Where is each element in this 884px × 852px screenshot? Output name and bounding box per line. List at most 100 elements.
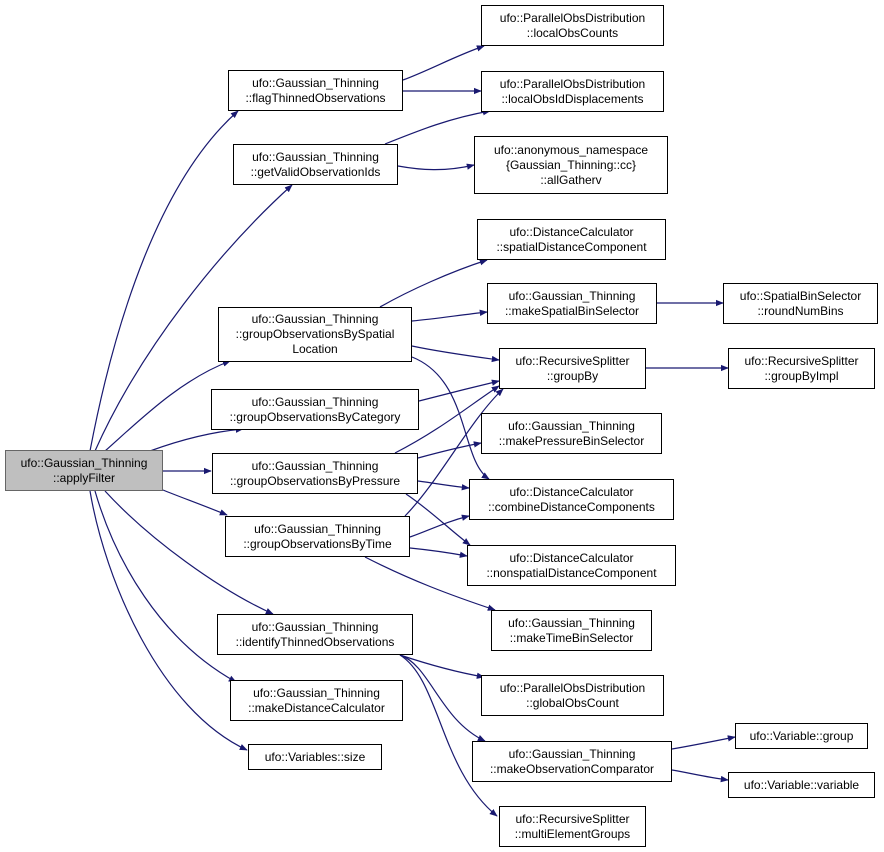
node-label-line: ufo::Gaussian_Thinning	[251, 619, 379, 634]
node-variable-variable[interactable]: ufo::Variable::variable	[728, 772, 875, 798]
node-label-line: ::combineDistanceComponents	[488, 499, 655, 514]
node-label-line: ufo::Variable::group	[749, 728, 854, 743]
node-make-observation-comparator[interactable]: ufo::Gaussian_Thinning ::makeObservation…	[472, 741, 672, 782]
call-edge	[384, 109, 491, 145]
node-label-line: ::groupObservationsByTime	[243, 536, 392, 551]
node-label-line: ::makePressureBinSelector	[498, 433, 645, 448]
node-nonspatial-distance-component[interactable]: ufo::DistanceCalculator ::nonspatialDist…	[467, 545, 676, 586]
node-get-valid-observation-ids[interactable]: ufo::Gaussian_Thinning ::getValidObserva…	[233, 144, 398, 185]
call-edge	[104, 490, 274, 615]
node-label-line: ::groupByImpl	[764, 368, 839, 383]
node-group-by-impl[interactable]: ufo::RecursiveSplitter ::groupByImpl	[728, 348, 875, 389]
node-variable-group[interactable]: ufo::Variable::group	[735, 723, 868, 749]
call-edge	[397, 163, 475, 171]
node-label-line: ::spatialDistanceComponent	[496, 239, 647, 254]
call-edge	[411, 356, 490, 480]
node-label-line: ufo::Variable::variable	[743, 777, 860, 792]
node-group-observations-by-category[interactable]: ufo::Gaussian_Thinning ::groupObservatio…	[211, 389, 419, 430]
node-label-line: ufo::Gaussian_Thinning	[254, 521, 381, 536]
node-label-line: ::groupBy	[546, 368, 599, 383]
call-edge	[94, 490, 237, 683]
node-label-line: ::localObsIdDisplacements	[501, 91, 644, 106]
node-label-line: ::applyFilter	[52, 470, 116, 485]
node-label-line: ufo::Gaussian_Thinning	[253, 685, 380, 700]
call-edge	[399, 654, 498, 817]
node-spatial-distance-component[interactable]: ufo::DistanceCalculator ::spatialDistanc…	[477, 219, 666, 260]
node-label-line: Location	[292, 342, 338, 356]
node-label-line: ufo::Gaussian_Thinning	[508, 288, 636, 303]
node-combine-distance-components[interactable]: ufo::DistanceCalculator ::combineDistanc…	[469, 479, 674, 520]
node-identify-thinned-observations[interactable]: ufo::Gaussian_Thinning ::identifyThinned…	[217, 614, 413, 655]
node-label-line: ::makeDistanceCalculator	[248, 700, 385, 715]
node-make-spatial-bin-selector[interactable]: ufo::Gaussian_Thinning ::makeSpatialBinS…	[487, 283, 657, 324]
node-label-line: ufo::DistanceCalculator	[509, 550, 634, 565]
node-all-gatherv[interactable]: ufo::anonymous_namespace {Gaussian_Thinn…	[474, 136, 668, 194]
call-edge	[418, 379, 500, 402]
node-make-distance-calculator[interactable]: ufo::Gaussian_Thinning ::makeDistanceCal…	[230, 680, 403, 721]
node-label-line: ::flagThinnedObservations	[245, 90, 386, 105]
call-edge	[402, 45, 485, 81]
node-group-by[interactable]: ufo::RecursiveSplitter ::groupBy	[499, 348, 646, 389]
node-group-observations-by-spatial-location[interactable]: ufo::Gaussian_Thinning ::groupObservatio…	[218, 307, 412, 362]
node-label-line: ufo::Gaussian_Thinning	[508, 615, 635, 630]
node-label-line: ufo::DistanceCalculator	[509, 224, 634, 239]
call-edge	[149, 426, 244, 452]
call-edge	[417, 480, 470, 491]
node-label-line: ufo::RecursiveSplitter	[515, 353, 630, 368]
node-label-line: ::nonspatialDistanceComponent	[486, 565, 657, 580]
node-label-line: ufo::Gaussian_Thinning	[252, 149, 379, 164]
call-edge	[671, 769, 729, 783]
call-edge	[411, 345, 500, 363]
node-label-line: ::multiElementGroups	[514, 826, 631, 841]
call-edge	[94, 184, 293, 452]
call-edge	[162, 489, 228, 516]
node-label-line: ufo::ParallelObsDistribution	[499, 76, 646, 91]
node-label-line: ::makeTimeBinSelector	[509, 630, 634, 645]
node-flag-thinned-observations[interactable]: ufo::Gaussian_Thinning ::flagThinnedObse…	[228, 70, 403, 111]
call-edge	[364, 556, 496, 611]
node-group-observations-by-pressure[interactable]: ufo::Gaussian_Thinning ::groupObservatio…	[212, 453, 418, 494]
node-label-line: ufo::RecursiveSplitter	[744, 353, 859, 368]
node-label-line: ::groupObservationsByPressure	[229, 473, 401, 488]
call-edge	[399, 654, 486, 742]
node-make-time-bin-selector[interactable]: ufo::Gaussian_Thinning ::makeTimeBinSele…	[491, 610, 652, 651]
node-label-line: ufo::ParallelObsDistribution	[499, 10, 646, 25]
node-round-num-bins[interactable]: ufo::SpatialBinSelector ::roundNumBins	[723, 283, 878, 324]
node-label-line: ufo::DistanceCalculator	[509, 484, 634, 499]
node-label-line: ufo::ParallelObsDistribution	[499, 680, 646, 695]
node-make-pressure-bin-selector[interactable]: ufo::Gaussian_Thinning ::makePressureBin…	[481, 413, 662, 454]
call-edge	[409, 514, 470, 538]
node-label-line: ::groupObservationsByCategory	[229, 409, 401, 424]
node-label-line: ufo::Gaussian_Thinning	[251, 458, 379, 473]
node-variables-size[interactable]: ufo::Variables::size	[248, 744, 382, 770]
node-label-line: ::roundNumBins	[757, 303, 844, 318]
call-edge	[404, 388, 504, 517]
call-edge	[399, 654, 485, 679]
node-label-line: ::groupObservationsBySpatial	[235, 327, 395, 341]
node-label-line: ::identifyThinnedObservations	[235, 634, 395, 649]
node-label-line: ::makeSpatialBinSelector	[504, 303, 640, 318]
call-edge	[671, 735, 736, 750]
node-label-line: ufo::Gaussian_Thinning	[508, 418, 635, 433]
call-edge	[411, 309, 488, 322]
node-label-line: ufo::Gaussian_Thinning	[252, 75, 379, 90]
node-label-line: ufo::RecursiveSplitter	[515, 811, 630, 826]
node-label-line: ::localObsCounts	[526, 25, 619, 40]
call-edge	[409, 547, 468, 558]
node-label-line: ::allGatherv	[540, 172, 602, 187]
call-edge	[379, 259, 488, 308]
node-label-line: ::globalObsCount	[526, 695, 619, 710]
node-local-obs-id-displacements[interactable]: ufo::ParallelObsDistribution ::localObsI…	[481, 71, 664, 112]
node-label-line: ::makeObservationComparator	[489, 761, 655, 776]
node-label-line: ufo::anonymous_namespace	[493, 142, 649, 157]
node-group-observations-by-time[interactable]: ufo::Gaussian_Thinning ::groupObservatio…	[225, 516, 410, 557]
call-edge	[89, 490, 248, 751]
call-edge	[394, 385, 500, 454]
node-apply-filter: ufo::Gaussian_Thinning ::applyFilter	[5, 450, 163, 491]
node-global-obs-count[interactable]: ufo::ParallelObsDistribution ::globalObs…	[481, 675, 664, 716]
node-label-line: ufo::Gaussian_Thinning	[251, 394, 379, 409]
node-local-obs-counts[interactable]: ufo::ParallelObsDistribution ::localObsC…	[481, 5, 664, 46]
node-multi-element-groups[interactable]: ufo::RecursiveSplitter ::multiElementGro…	[499, 806, 646, 847]
